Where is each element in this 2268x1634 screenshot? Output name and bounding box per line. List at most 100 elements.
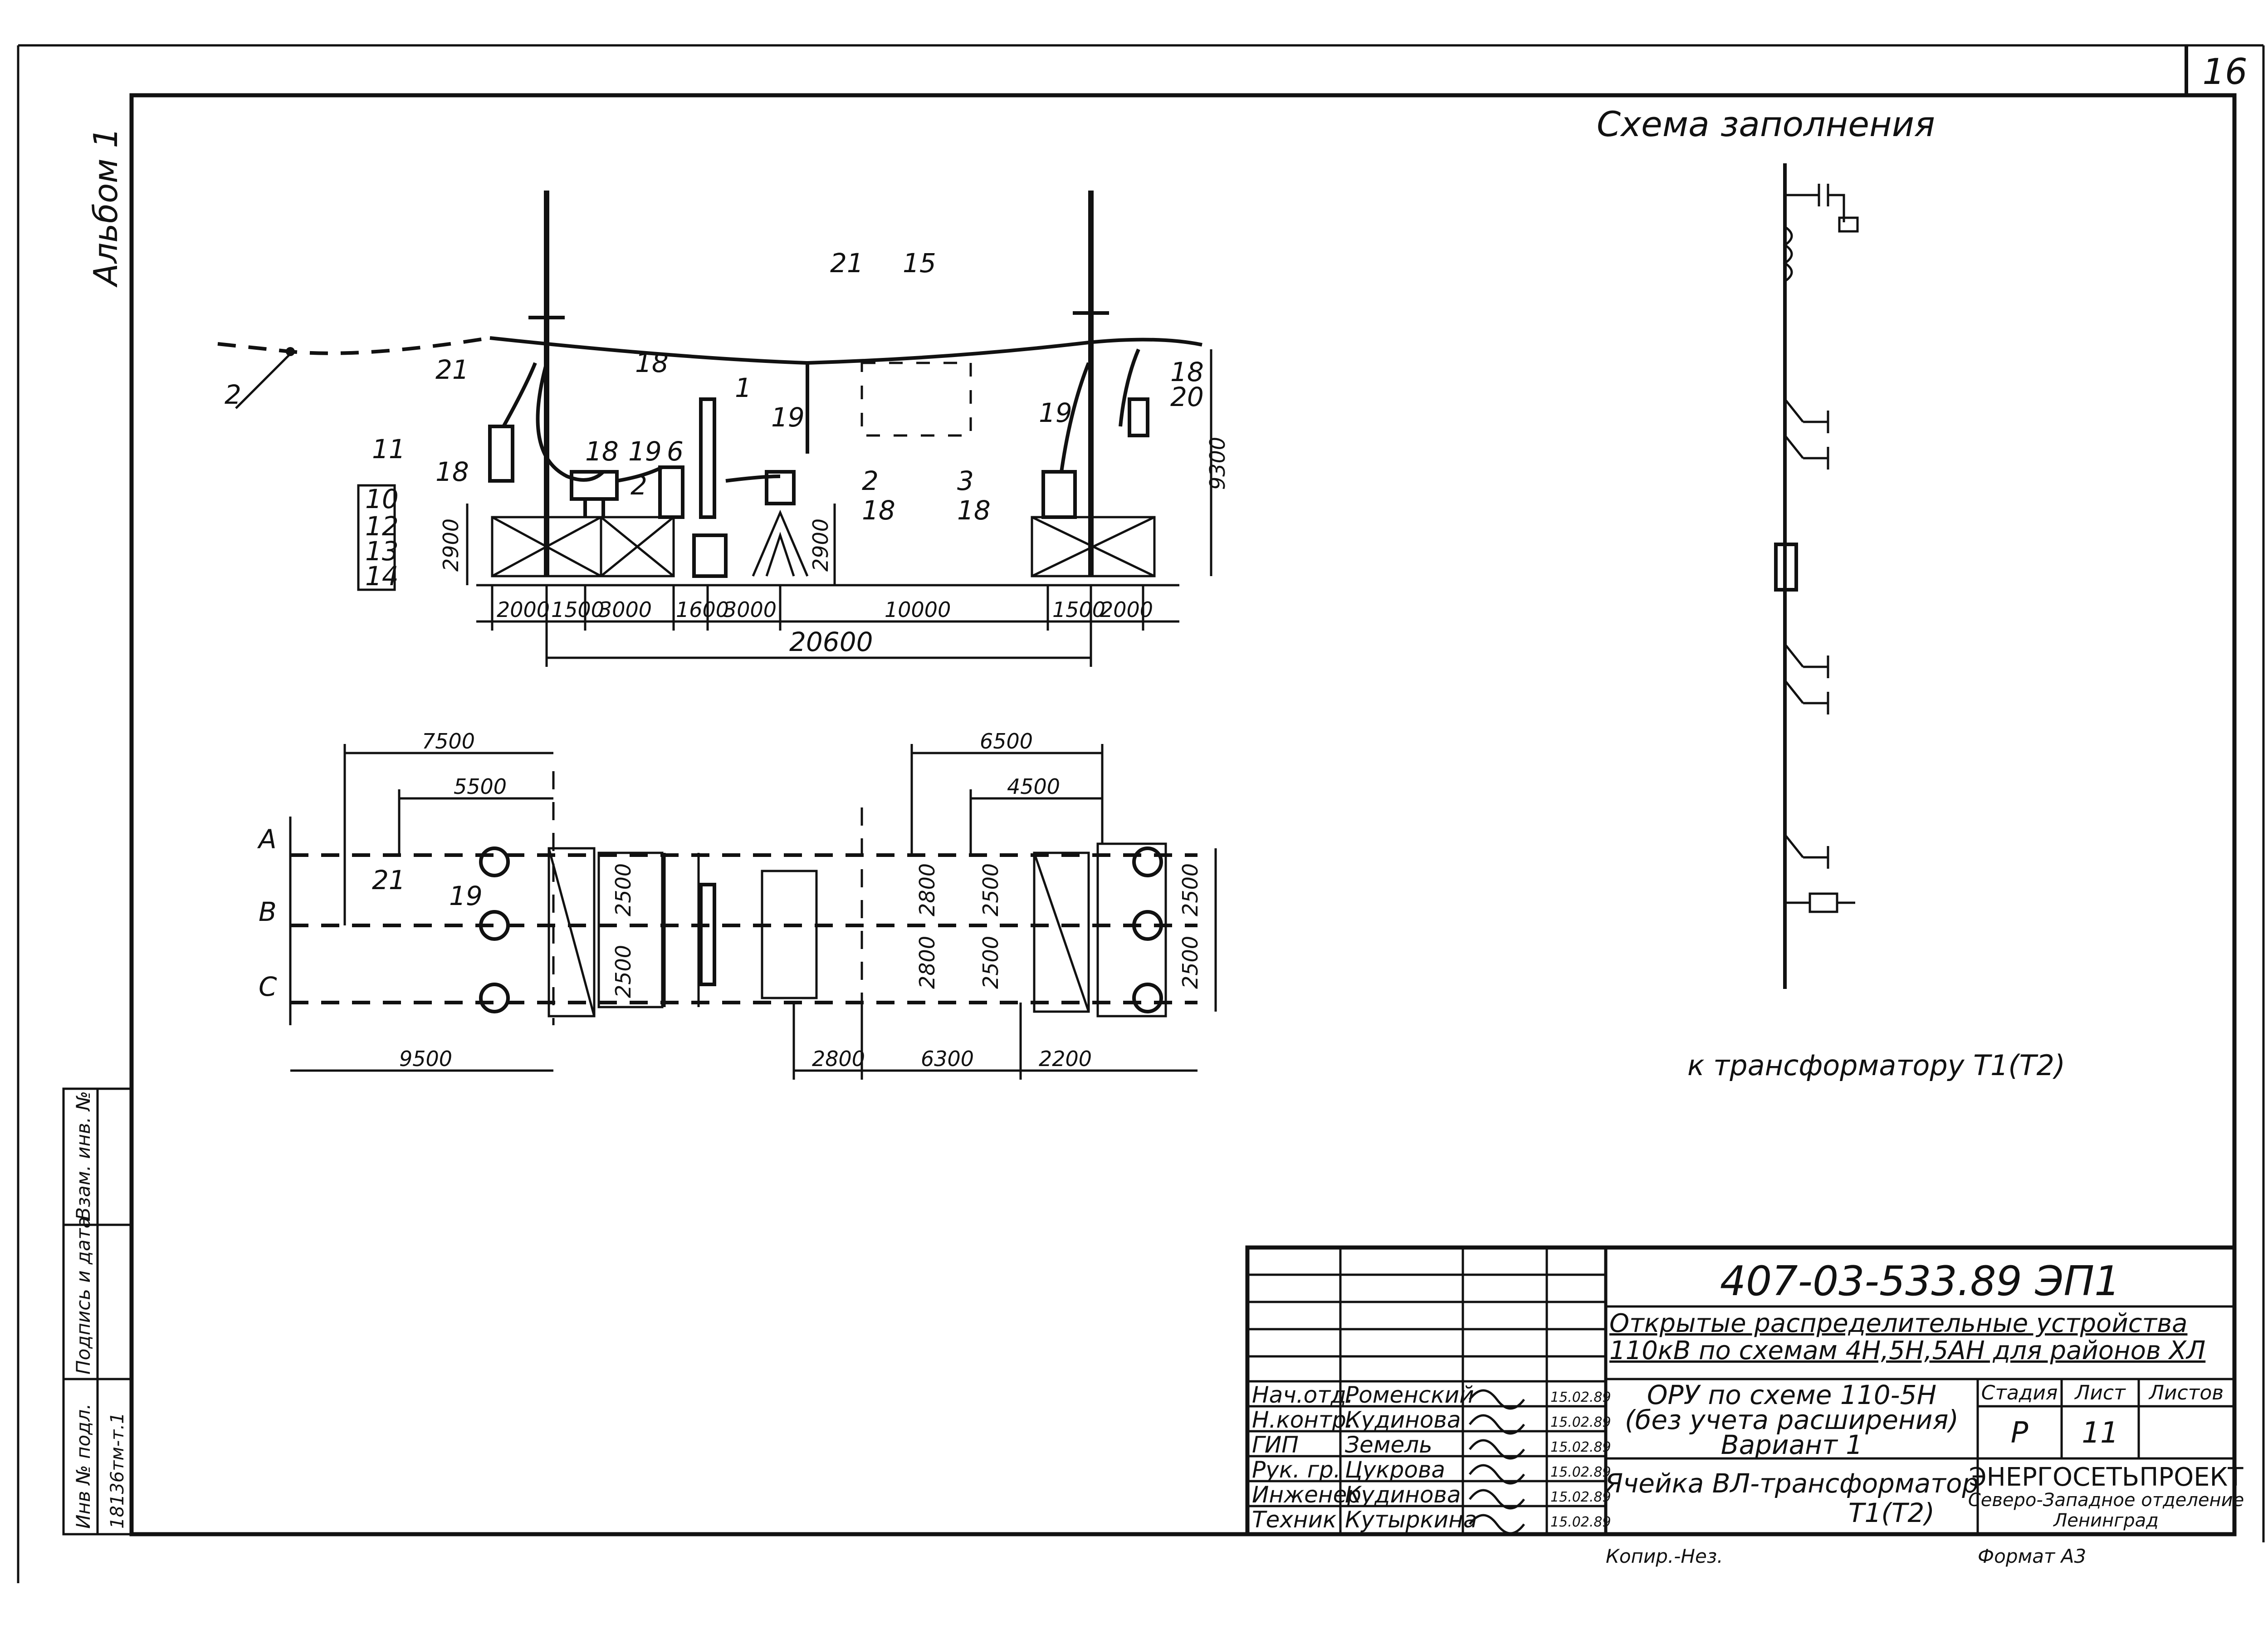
callout-11: 11 — [372, 434, 406, 465]
callout-18f: 18 — [1170, 357, 1204, 387]
project-title: Открытые распределительные устройства 11… — [1609, 1310, 2206, 1365]
dim-5500: 5500 — [454, 774, 507, 799]
drawing-name-line2: Т1(Т2) — [1848, 1497, 1935, 1528]
dim-3000b: 3000 — [723, 597, 777, 622]
sheet-title-line3: Вариант 1 — [1721, 1429, 1862, 1460]
plan-callout-21: 21 — [372, 865, 406, 895]
callout-18: 18 — [435, 456, 469, 487]
callout-18d: 18 — [862, 495, 895, 526]
org-line2: Северо-Западное отделение — [1968, 1490, 2244, 1511]
side-stamp — [62, 1087, 133, 1536]
callout-18e: 18 — [957, 495, 991, 526]
callout-19: 19 — [628, 436, 662, 467]
sig-date-1: 15.02.89 — [1550, 1389, 1611, 1405]
sig-date-3: 15.02.89 — [1550, 1439, 1611, 1455]
sig-role-2: Н.контр. — [1252, 1407, 1354, 1433]
sheet-title-line1: ОРУ по схеме 110-5Н — [1647, 1380, 1936, 1410]
format-note: Формат А3 — [1978, 1545, 2086, 1567]
dim-vert-2800a: 2800 — [915, 863, 939, 916]
dim-height-2900b: 2900 — [808, 519, 833, 572]
doc-code: 407-03-533.89 ЭП1 — [1720, 1257, 2121, 1305]
dim-height-9300: 9300 — [1205, 437, 1230, 490]
dim-1500a: 1500 — [551, 597, 604, 622]
dim-1500b: 1500 — [1052, 597, 1105, 622]
sheet-title-line2: (без учета расширения) — [1625, 1404, 1959, 1435]
plan-callout-19: 19 — [449, 881, 483, 911]
dim-total-20600: 20600 — [789, 626, 873, 657]
page-number: 16 — [2202, 52, 2247, 93]
sig-date-5: 15.02.89 — [1550, 1489, 1611, 1505]
plan-view — [289, 744, 1217, 1080]
callout-2b: 2 — [631, 470, 647, 501]
dim-vert-2500e: 2500 — [1178, 863, 1202, 916]
callout-12: 12 — [365, 511, 399, 542]
plan-annotations: А В С 7500 5500 6500 4500 9500 2800 6300… — [257, 729, 1202, 1071]
callout-2c: 2 — [862, 465, 879, 496]
side-label-signature: Подпись и дата — [72, 1217, 94, 1375]
phase-a-label: А — [257, 824, 277, 855]
dim-height-2900a: 2900 — [439, 519, 463, 572]
callout-6: 6 — [667, 436, 684, 467]
callout-15: 15 — [903, 248, 936, 279]
stage-value: Р — [2011, 1416, 2028, 1450]
callout-19c: 19 — [1039, 397, 1072, 428]
dim-2000b: 2000 — [1100, 597, 1153, 622]
title-block-frame — [1245, 1245, 2237, 1536]
album-label: Альбом 1 — [87, 127, 125, 288]
dim-2000a: 2000 — [497, 597, 550, 622]
sig-date-2: 15.02.89 — [1550, 1414, 1611, 1430]
dim-10000: 10000 — [885, 597, 951, 622]
project-title-box: Открытые распределительные устройства 11… — [1609, 1310, 2206, 1365]
org-line3: Ленинград — [2053, 1510, 2159, 1531]
org-line1: ЭНЕРГОСЕТЬПРОЕКТ — [1969, 1463, 2244, 1492]
dim-vert-2500d: 2500 — [978, 936, 1003, 989]
elevation-dimensions: 2000 1500 3000 1600 3000 10000 1500 2000… — [439, 437, 1230, 657]
sig-role-5: Инженер — [1252, 1482, 1361, 1508]
callout-1: 1 — [735, 372, 752, 403]
dim-vert-2500a: 2500 — [611, 863, 635, 916]
stage-header: Стадия — [1981, 1381, 2058, 1404]
scheme-title: Схема заполнения — [1597, 104, 1935, 144]
dim-vert-2500b: 2500 — [611, 945, 635, 998]
dim-3000a: 3000 — [599, 597, 652, 622]
sig-role-1: Нач.отд. — [1252, 1382, 1354, 1408]
dim-6500: 6500 — [980, 729, 1033, 753]
phase-c-label: С — [259, 971, 277, 1002]
scheme-footer: к трансформатору Т1(Т2) — [1687, 1049, 2065, 1082]
callout-13: 13 — [365, 536, 399, 567]
callout-3: 3 — [957, 465, 974, 496]
dim-vert-2500c: 2500 — [978, 863, 1003, 916]
elevation-view — [217, 191, 1212, 667]
inventory-number: 18136тм-т.1 — [107, 1412, 128, 1529]
dim-2800: 2800 — [812, 1047, 865, 1071]
single-line-diagram — [1774, 163, 1859, 989]
side-label-inv: Инв № подл. — [72, 1404, 94, 1529]
dim-9500: 9500 — [399, 1047, 452, 1071]
phase-b-label: В — [259, 896, 277, 927]
callout-20: 20 — [1170, 382, 1204, 412]
dim-2200: 2200 — [1039, 1047, 1092, 1071]
sheets-header: Листов — [2148, 1381, 2224, 1404]
sig-role-4: Рук. гр. — [1252, 1457, 1341, 1483]
elevation-callouts: 2 21 11 18 10 12 13 14 18 19 2 18 6 1 19… — [225, 248, 1204, 592]
callout-14: 14 — [365, 561, 399, 592]
dim-vert-2800b: 2800 — [915, 936, 939, 989]
sheet-frame — [17, 44, 2265, 1583]
sig-name-6: Кутыркина — [1345, 1507, 1477, 1533]
callout-18b: 18 — [585, 436, 619, 467]
sig-name-1: Роменский — [1345, 1382, 1474, 1408]
copy-note: Копир.-Нез. — [1606, 1545, 1723, 1567]
callout-10: 10 — [365, 484, 399, 514]
sig-role-6: Техник — [1252, 1507, 1336, 1533]
drawing-name-line1: Ячейка ВЛ-трансформатор — [1604, 1468, 1979, 1499]
dim-1600: 1600 — [676, 597, 729, 622]
sig-date-4: 15.02.89 — [1550, 1464, 1611, 1480]
dim-7500: 7500 — [422, 729, 475, 753]
callout-21: 21 — [435, 354, 469, 385]
sheet-header: Лист — [2074, 1381, 2126, 1404]
sig-name-3: Земель — [1345, 1432, 1432, 1458]
callout-19b: 19 — [771, 402, 805, 433]
dim-vert-2500f: 2500 — [1178, 936, 1202, 989]
dim-6300: 6300 — [921, 1047, 974, 1071]
sig-name-5: Кудинова — [1345, 1482, 1461, 1508]
